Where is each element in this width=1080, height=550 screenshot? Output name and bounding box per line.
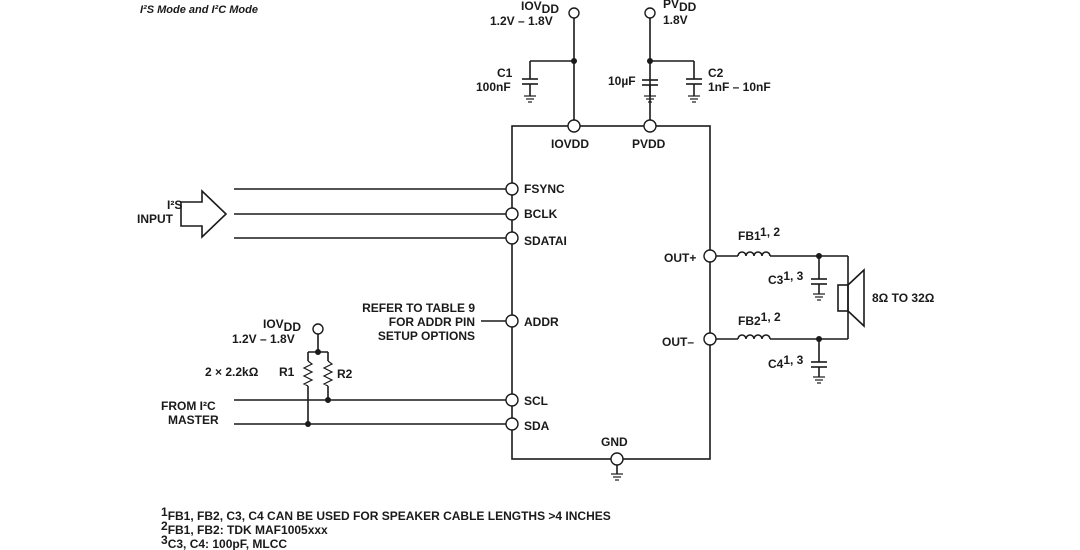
- iovdd-pin-terminal: [567, 119, 581, 133]
- pullup-supply-terminal: [312, 323, 324, 335]
- gnd-pin-terminal: [610, 452, 624, 466]
- sdatai-pin-terminal: [505, 231, 519, 245]
- pvdd-supply-name: PVDD: [663, 0, 697, 14]
- i2s-input-line1: I²S: [167, 198, 182, 212]
- scl-pin-label: SCL: [524, 394, 548, 408]
- fb2-ferrite-bead: [737, 334, 771, 340]
- scl-pin-terminal: [505, 393, 519, 407]
- c2-value: 1nF – 10nF: [708, 80, 771, 94]
- ic-body: [511, 125, 711, 460]
- sdatai-pin-label: SDATAI: [524, 234, 567, 248]
- sda-pin-label: SDA: [524, 419, 550, 433]
- c1-name: C1: [497, 66, 513, 80]
- i2s-input-line2: INPUT: [137, 212, 174, 226]
- fb2-label: FB21, 2: [738, 310, 781, 328]
- c3-label: C31, 3: [768, 269, 804, 287]
- sda-pin-terminal: [505, 417, 519, 431]
- iovdd-pin-label: IOVDD: [551, 137, 589, 151]
- addr-pin-terminal: [505, 314, 519, 328]
- addr-note-line2: FOR ADDR PIN: [389, 315, 475, 329]
- pvdd-supply-value: 1.8V: [663, 13, 688, 27]
- c3-capacitor: [811, 256, 827, 301]
- bclk-pin-label: BCLK: [524, 207, 558, 221]
- speaker-icon: [837, 256, 865, 339]
- iovdd-supply-range: 1.2V – 1.8V: [490, 14, 553, 28]
- bclk-pin-terminal: [505, 207, 519, 221]
- fsync-pin-label: FSYNC: [524, 182, 565, 196]
- iovdd-supply-name: IOVDD: [521, 0, 559, 16]
- fsync-pin-terminal: [505, 182, 519, 196]
- pullup-value: 2 × 2.2kΩ: [205, 365, 259, 379]
- footnote-3: 3C3, C4: 100pF, MLCC: [161, 533, 287, 550]
- addr-note-line1: REFER TO TABLE 9: [362, 301, 475, 315]
- pvdd-pin-label: PVDD: [632, 137, 666, 151]
- speaker-impedance: 8Ω TO 32Ω: [872, 291, 935, 305]
- bulk-capacitor: [642, 79, 658, 103]
- addr-pin-label: ADDR: [524, 315, 559, 329]
- junction-dot: [325, 397, 331, 403]
- pullup-supply-name: IOVDD: [263, 317, 301, 334]
- c2-capacitor: [686, 61, 702, 103]
- outn-pin-label: OUT–: [662, 335, 694, 349]
- master-line1: FROM I²C: [161, 399, 216, 413]
- pvdd-supply-terminal: [644, 7, 656, 19]
- outp-pin-label: OUT+: [664, 251, 696, 265]
- junction-dot: [315, 349, 321, 355]
- ground-icon: [611, 465, 623, 481]
- diagram-title: I²S Mode and I²C Mode: [140, 4, 258, 16]
- pullup-supply-range: 1.2V – 1.8V: [232, 332, 295, 346]
- footnote-2: 2FB1, FB2: TDK MAF1005xxx: [161, 519, 328, 537]
- addr-note-line3: SETUP OPTIONS: [378, 329, 475, 343]
- fb1-label: FB11, 2: [738, 225, 780, 243]
- outp-pin-terminal: [703, 249, 717, 263]
- iovdd-supply-terminal: [568, 7, 580, 19]
- bulk-cap-value: 10µF: [608, 74, 636, 88]
- footnote-1: 1FB1, FB2, C3, C4 CAN BE USED FOR SPEAKE…: [161, 505, 611, 523]
- r2-resistor: [322, 352, 334, 400]
- input-arrow-icon: [180, 189, 228, 239]
- c1-value: 100nF: [476, 80, 511, 94]
- outn-pin-terminal: [703, 332, 717, 346]
- gnd-pin-label: GND: [601, 435, 628, 449]
- r2-label: R2: [337, 367, 353, 381]
- c1-capacitor: [522, 61, 538, 103]
- fb1-ferrite-bead: [737, 251, 771, 257]
- c4-capacitor: [811, 339, 827, 384]
- master-line2: MASTER: [168, 413, 219, 427]
- c2-name: C2: [708, 66, 724, 80]
- c4-label: C41, 3: [768, 353, 804, 371]
- pvdd-pin-terminal: [643, 119, 657, 133]
- r1-label: R1: [279, 365, 295, 379]
- r1-resistor: [302, 352, 314, 424]
- junction-dot: [305, 421, 311, 427]
